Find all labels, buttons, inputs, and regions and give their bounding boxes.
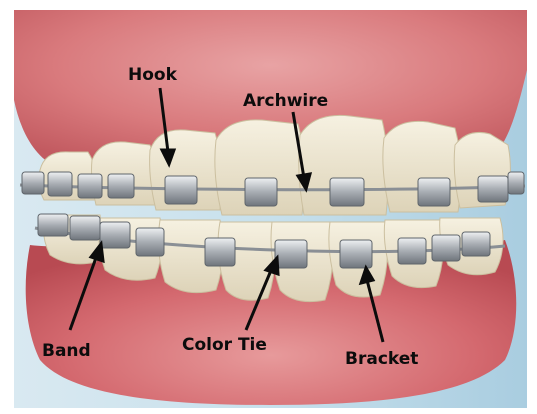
color-tie-label: Color Tie xyxy=(182,335,267,355)
archwire-label: Archwire xyxy=(243,91,328,111)
bracket-label: Bracket xyxy=(345,349,418,369)
hook-label: Hook xyxy=(128,65,178,85)
band-label: Band xyxy=(42,341,91,361)
